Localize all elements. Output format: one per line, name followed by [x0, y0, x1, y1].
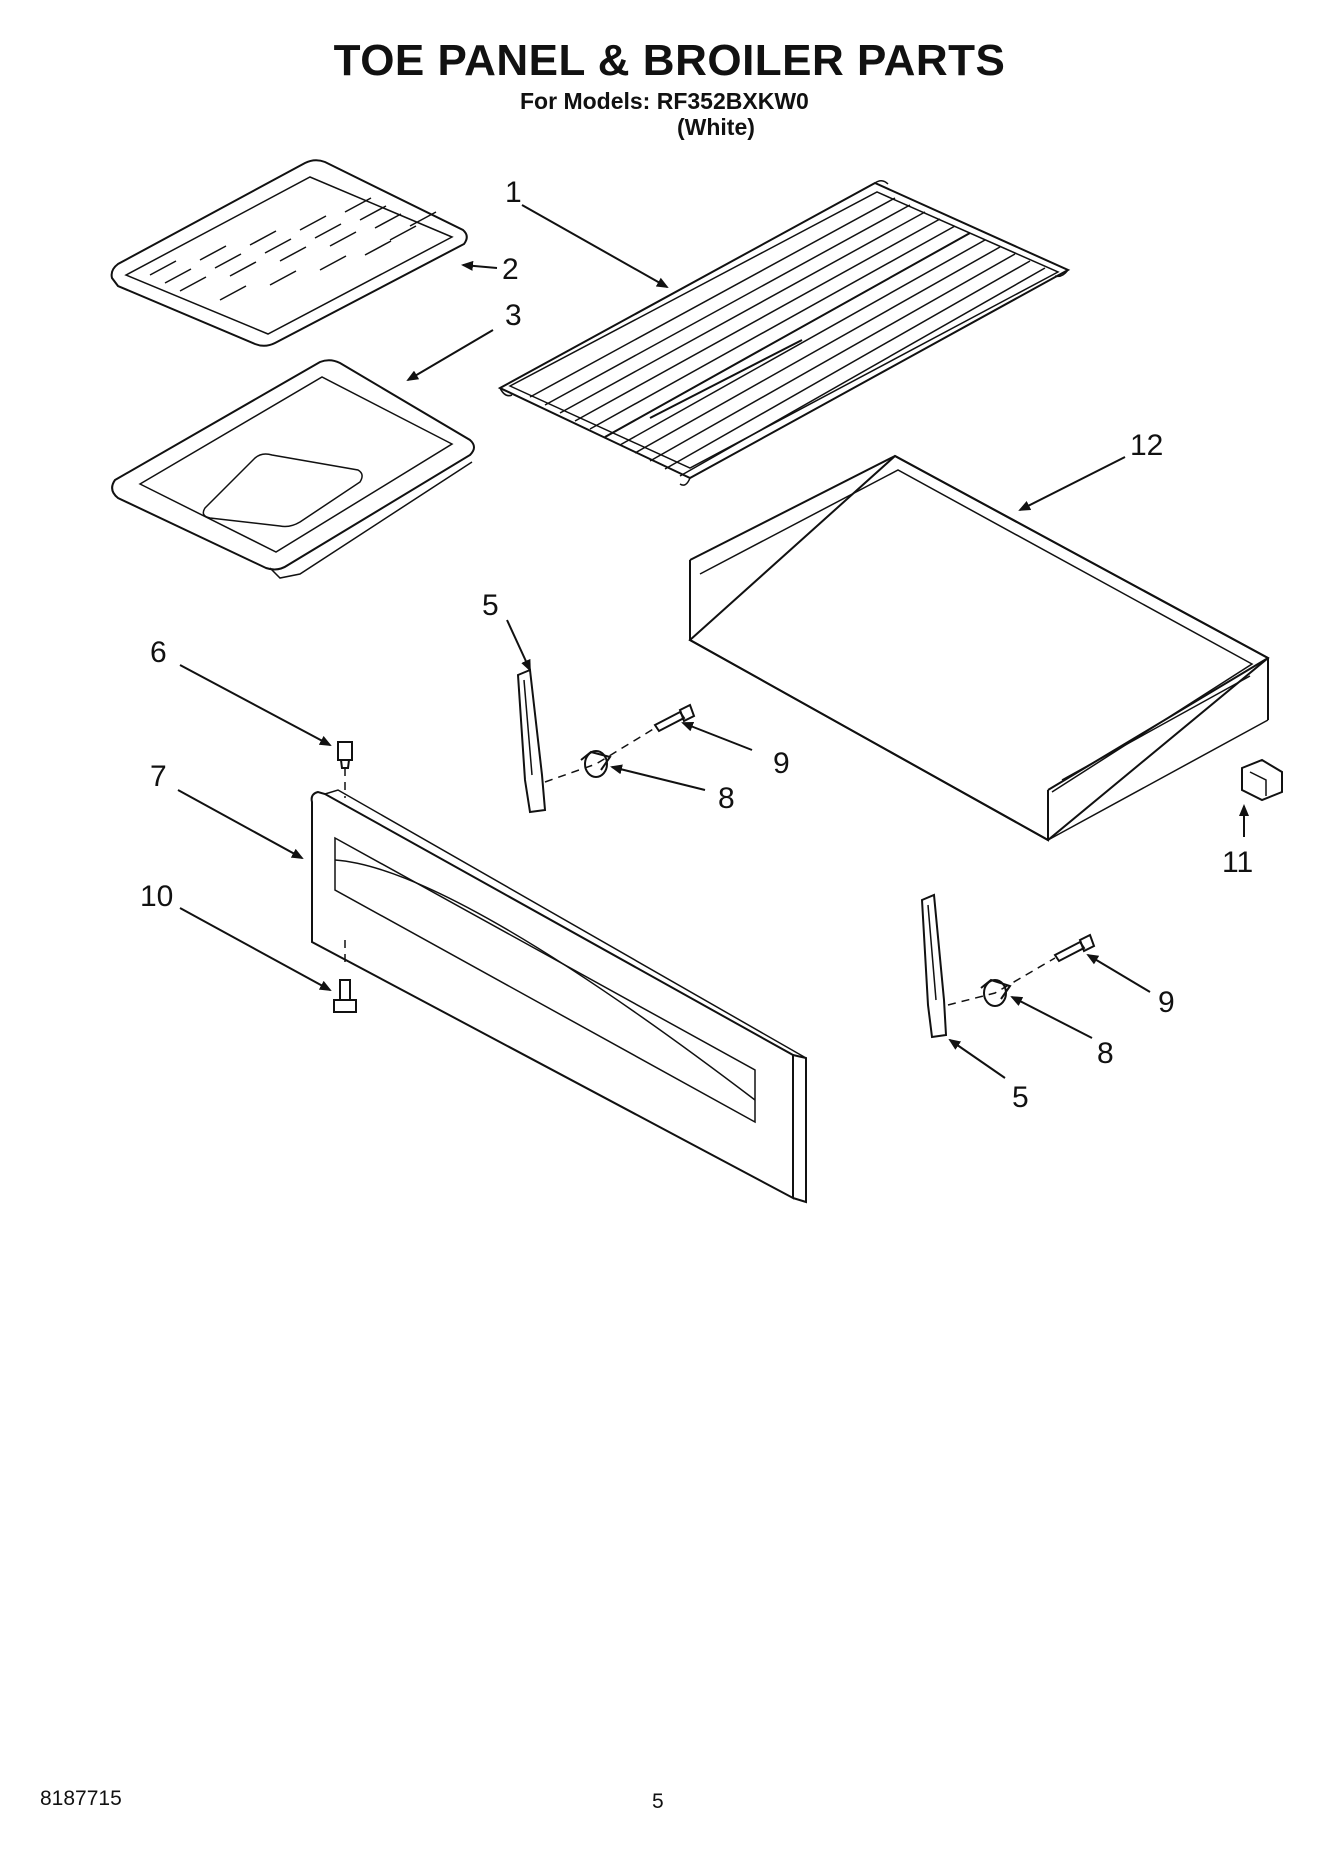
callout-8-upper: 8 — [718, 782, 735, 815]
spacer-upper-part — [580, 750, 612, 778]
models-line: For Models: RF352BXKW0 — [520, 88, 809, 114]
callout-12: 12 — [1130, 429, 1163, 462]
callout-arrows — [177, 204, 1249, 1079]
screw-bottom-part — [333, 979, 357, 1013]
callout-3: 3 — [505, 299, 522, 332]
stud-part — [337, 741, 353, 769]
oven-rack-part — [497, 180, 1071, 486]
storage-drawer-part — [688, 454, 1270, 842]
page-title: TOE PANEL & BROILER PARTS — [333, 36, 1006, 85]
color-line: (White) — [677, 114, 755, 140]
callout-5-upper: 5 — [482, 589, 499, 622]
callout-9-upper: 9 — [773, 747, 790, 780]
document-number: 8187715 — [40, 1787, 122, 1810]
broiler-pan-part — [111, 359, 475, 579]
screw-upper-part — [653, 703, 696, 733]
broiler-grid-part — [110, 159, 468, 347]
slide-bracket-upper-part — [516, 668, 547, 814]
toe-panel-part — [310, 789, 807, 1204]
callout-8-lower: 8 — [1097, 1037, 1114, 1070]
callout-9-lower: 9 — [1158, 986, 1175, 1019]
callout-5-lower: 5 — [1012, 1081, 1029, 1114]
spacer-lower-part — [980, 978, 1012, 1007]
callout-10: 10 — [140, 880, 173, 913]
clip-part — [1241, 758, 1283, 802]
callout-1: 1 — [505, 176, 522, 209]
screw-lower-part — [1053, 933, 1096, 963]
callout-6: 6 — [150, 636, 167, 669]
assembly-lines — [344, 727, 1056, 1006]
callout-7: 7 — [150, 760, 167, 793]
callout-2: 2 — [502, 253, 519, 286]
page-number: 5 — [652, 1790, 664, 1813]
callout-11: 11 — [1222, 846, 1253, 879]
slide-bracket-lower-part — [920, 893, 948, 1039]
